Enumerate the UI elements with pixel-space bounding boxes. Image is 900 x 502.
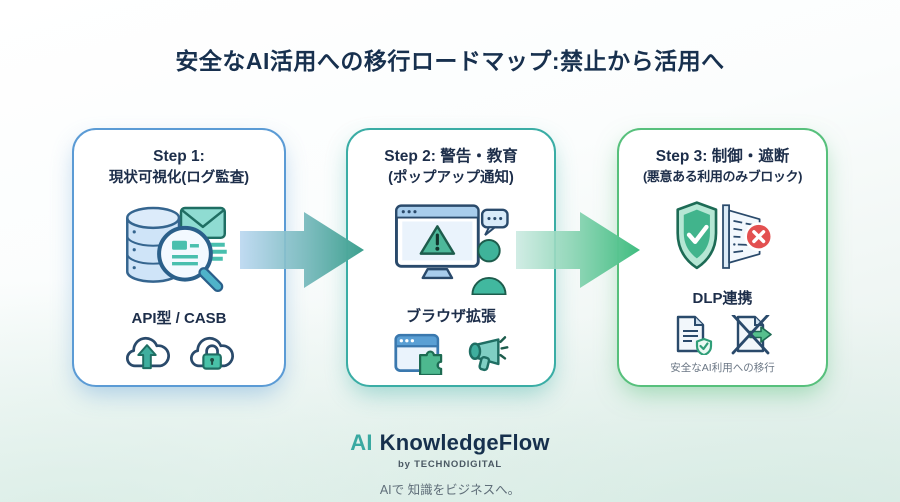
shield-firewall-block-icon [675, 201, 773, 270]
arrow-step1-to-step2 [240, 212, 364, 288]
step-1-sub-icons [123, 335, 235, 375]
step-3-heading-line2: (悪意ある利用のみブロック) [642, 169, 803, 185]
brand-byline: by TECHNODIGITAL [398, 459, 502, 470]
monitor-warning-popup-icon [395, 204, 509, 295]
step-1-label: API型 / CASB [131, 310, 227, 327]
step-2-heading-line2: (ポップアップ通知) [388, 170, 514, 187]
megaphone-icon [468, 336, 509, 372]
block-x-icon [743, 222, 773, 252]
cloud-lock-icon [190, 336, 234, 370]
step-1-heading-line2: 現状可視化(ログ監査) [108, 170, 250, 187]
cloud-upload-icon [126, 336, 170, 370]
arrow-step2-to-step3 [516, 212, 640, 288]
person-icon [471, 239, 507, 295]
database-log-audit-icon [126, 207, 227, 293]
step-2-heading: Step 2: 警告・教育 (ポップアップ通知) [384, 146, 517, 189]
document-shield-icon [676, 315, 712, 355]
browser-extension-icon [394, 333, 443, 375]
step-3-heading: Step 3: 制御・遮断 (悪意ある利用のみブロック) [643, 146, 802, 187]
page-title: 安全なAI活用への移行ロードマップ:禁止から活用へ [175, 48, 725, 74]
speech-bubble-icon [480, 209, 509, 237]
step-3-sub-icons [671, 315, 775, 355]
brand-prefix: AI [350, 430, 373, 455]
step-3-caption: 安全なAI利用への移行 [670, 362, 775, 374]
step-1-heading: Step 1: 現状可視化(ログ監査) [109, 146, 249, 189]
brand-name: KnowledgeFlow [379, 430, 550, 455]
step-3-card: Step 3: 制御・遮断 (悪意ある利用のみブロック) [617, 128, 828, 387]
step-2-label: ブラウザ拡張 [405, 308, 496, 325]
step-2-sub-icons [393, 333, 509, 375]
document-blocked-icon [731, 315, 772, 355]
step-1-heading-line1: Step 1: [153, 148, 205, 165]
magnifier-icon [157, 226, 224, 293]
shield-check-icon [675, 201, 717, 270]
brand-tagline: AIで 知識をビジネスへ。 [379, 483, 521, 497]
step-3-heading-line1: Step 3: 制御・遮断 [655, 148, 790, 165]
step-3-label: DLP連携 [692, 290, 753, 307]
step-2-heading-line1: Step 2: 警告・教育 [384, 148, 518, 165]
warning-triangle-icon [419, 225, 456, 256]
